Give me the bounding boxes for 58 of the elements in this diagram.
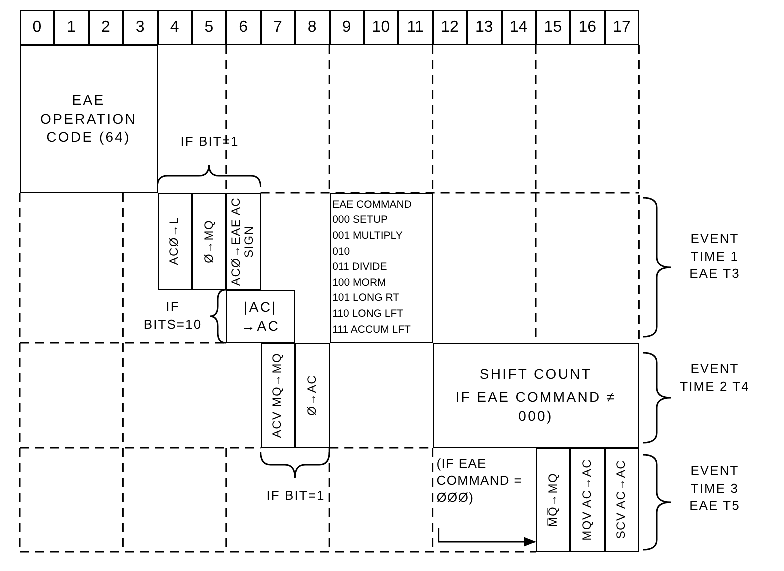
bit-number-cell: 15 — [536, 10, 570, 45]
field-box — [432, 343, 640, 448]
command-code: 110 LONG LFT — [332, 306, 405, 322]
command-code: 001 MULTIPLY — [332, 229, 404, 244]
bit-number-cell: 10 — [364, 10, 398, 45]
field-label: M̅Q̅→MQ — [546, 472, 560, 528]
field-label: |AC|→AC — [240, 298, 282, 336]
bit-number-cell: 12 — [432, 10, 468, 45]
bit-number-cell: 11 — [398, 10, 433, 45]
field-box — [260, 343, 296, 448]
field-label: SCV AC→AC — [615, 460, 629, 540]
bit-number-cell: 17 — [604, 10, 640, 45]
command-code: 100 MORM — [332, 276, 388, 291]
bit-number-cell: 0 — [20, 10, 54, 45]
bit-number-cell: 7 — [260, 10, 296, 45]
annotation-label: EVENT TIME 2 T4 — [679, 360, 751, 396]
field-box — [226, 290, 296, 343]
field-box — [536, 448, 570, 552]
bit-number-cell: 16 — [570, 10, 605, 45]
field-box — [570, 448, 605, 552]
annotation-label: EVENT TIME 3 EAE T5 — [688, 462, 742, 515]
command-code: 011 DIVIDE — [332, 260, 388, 276]
command-code: 111 ACCUM LFT — [332, 322, 412, 338]
field-label: SHIFT COUNT — [478, 365, 594, 384]
bit-number-cell: 3 — [123, 10, 158, 45]
field-box — [192, 193, 226, 290]
field-label: Ø→AC — [306, 375, 319, 416]
field-label: IF EAE COMMAND ≠ 000) — [454, 388, 618, 426]
field-label: MQV AC→AC — [580, 459, 594, 541]
field-box — [604, 448, 640, 552]
bit-number-cell: 6 — [226, 10, 261, 45]
field-label: ACØ→L — [168, 217, 182, 266]
bit-number-cell: 8 — [295, 10, 330, 45]
command-code: 000 SETUP — [332, 213, 390, 228]
arrow — [438, 528, 536, 547]
bit-number-cell: 9 — [330, 10, 364, 45]
bit-number-cell: 14 — [502, 10, 536, 45]
annotation-label: IF BITS=10 — [142, 298, 204, 334]
annotation-label: IF BIT=1 — [266, 487, 326, 505]
field-label: ACØ→EAE AC SIGN — [230, 196, 257, 288]
command-code: EAE COMMAND — [332, 198, 413, 213]
field-label: EAE OPERATION CODE (64) — [40, 90, 138, 148]
command-code: 010 — [332, 244, 352, 260]
bit-number-cell: 2 — [88, 10, 124, 45]
bit-number-cell: 13 — [467, 10, 502, 45]
bit-number-cell: 4 — [158, 10, 192, 45]
field-label: Ø→MQ — [202, 220, 216, 264]
bit-number-cell: 1 — [54, 10, 89, 45]
field-box — [295, 343, 330, 448]
field-label: ACV MQ→MQ — [271, 352, 285, 438]
command-list-box — [330, 193, 433, 343]
field-box — [158, 193, 192, 290]
command-code: 101 LONG RT — [332, 291, 401, 306]
bit-number-cell: 5 — [192, 10, 226, 45]
annotation-label: IF BIT=1 — [180, 133, 240, 151]
condition-label: (IF EAE COMMAND = ØØØ) — [436, 456, 524, 507]
field-box — [20, 45, 158, 193]
annotation-label: EVENT TIME 1 EAE T3 — [688, 230, 742, 283]
